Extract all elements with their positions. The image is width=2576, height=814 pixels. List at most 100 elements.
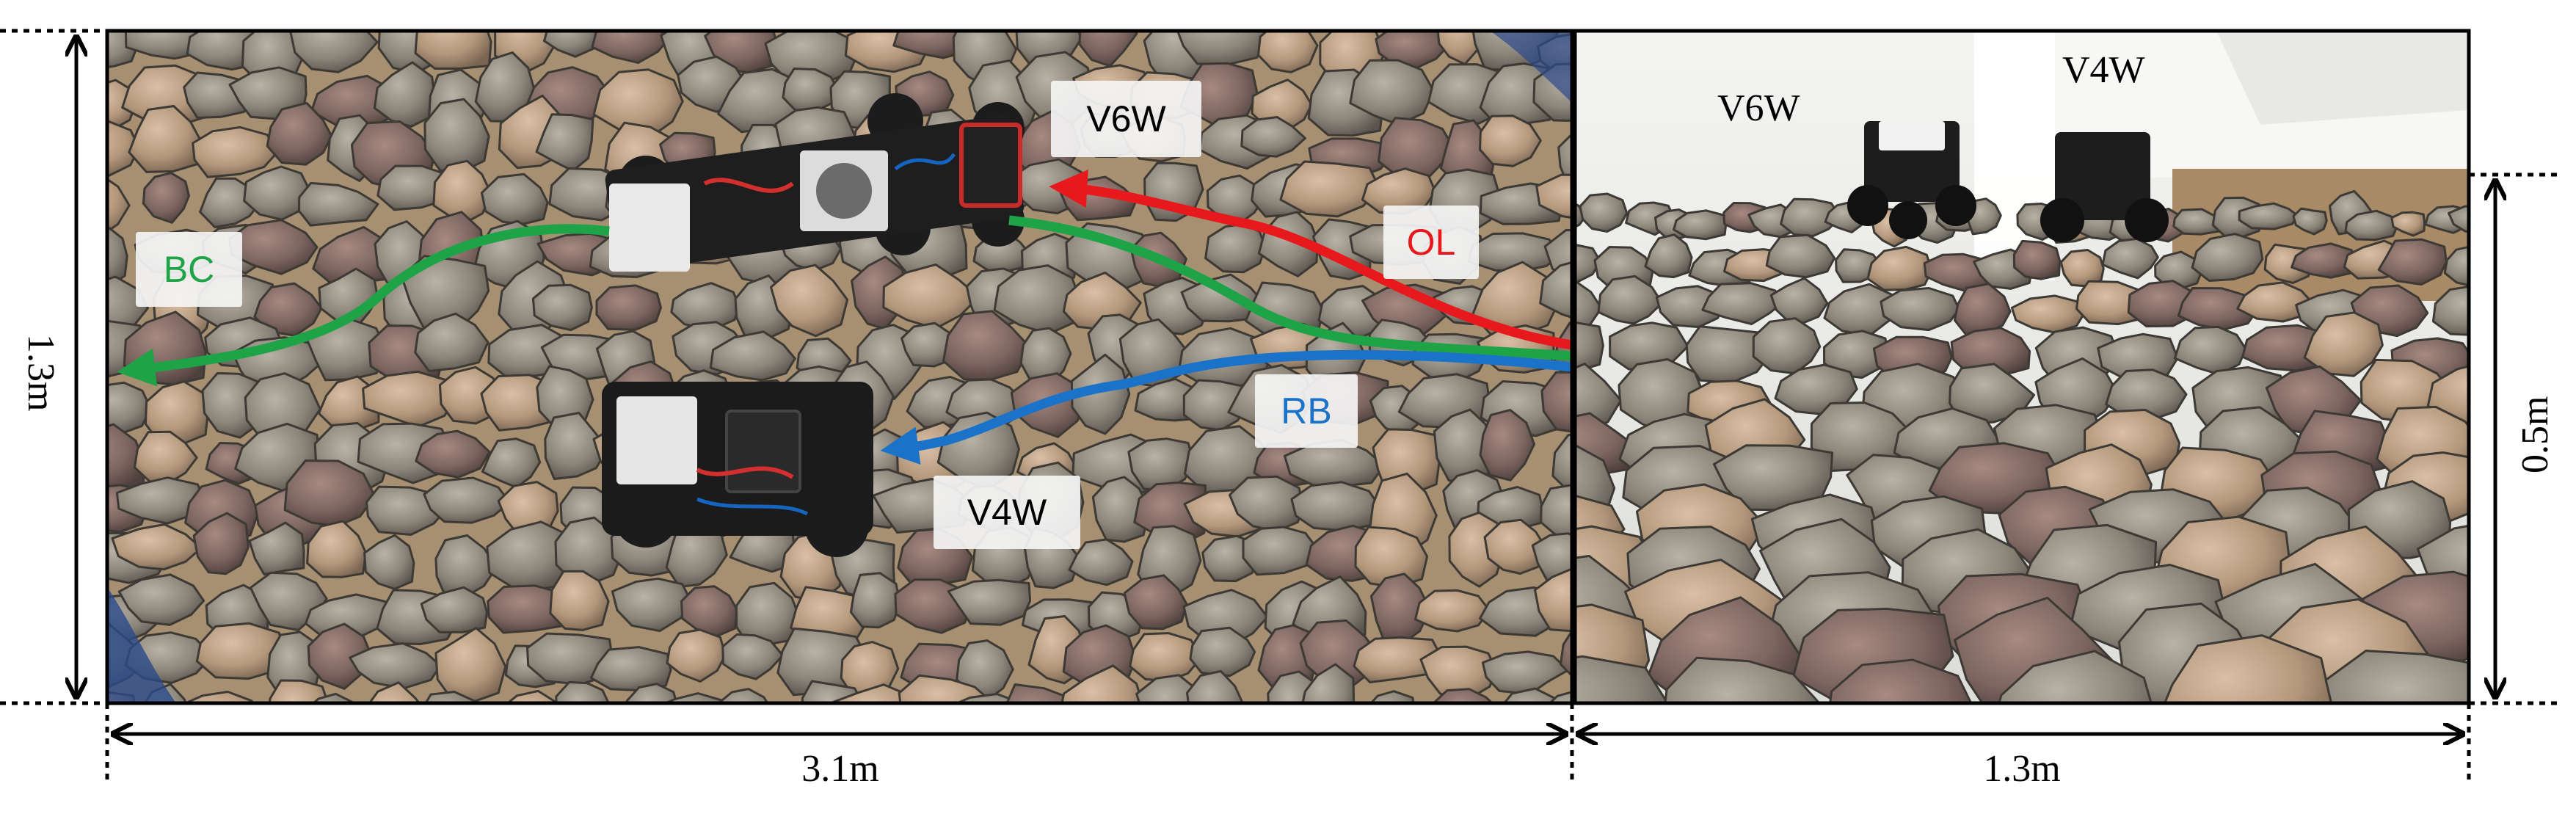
rock [591, 31, 669, 65]
rock [432, 159, 492, 224]
rock [1655, 285, 1726, 329]
rock [942, 310, 1032, 381]
rock [1664, 656, 1821, 703]
rock [1068, 538, 1134, 586]
rock [549, 570, 610, 631]
rock [1479, 409, 1535, 482]
rock [1301, 663, 1356, 703]
rock [283, 459, 376, 527]
rock [663, 692, 726, 703]
rock [1257, 31, 1319, 73]
rock [306, 520, 367, 578]
rock [2344, 209, 2398, 241]
right-v6w-label: V6W [1717, 87, 1800, 129]
rock [1065, 222, 1158, 294]
rock [611, 577, 693, 633]
rock [1229, 475, 1305, 533]
rock [2377, 238, 2448, 286]
rock [414, 31, 492, 70]
rock [721, 633, 785, 680]
left-v6w-label-text: V6W [1086, 98, 1166, 139]
rock [1540, 484, 1572, 541]
dimension-lines [0, 29, 2561, 785]
left-photo [107, 31, 1572, 703]
rock [2191, 233, 2264, 282]
rock [1134, 377, 1200, 422]
rock [535, 113, 594, 172]
rock [735, 581, 801, 647]
rock [349, 642, 442, 690]
rock [243, 165, 311, 221]
rock [1531, 532, 1572, 584]
rock [680, 585, 738, 639]
rock [373, 61, 436, 128]
rock [266, 101, 333, 166]
path-bc-label-text: BC [163, 249, 215, 290]
rock [1182, 379, 1251, 432]
rock [595, 284, 662, 331]
rock [1551, 433, 1572, 493]
rock [1433, 688, 1494, 703]
left-v4w-label-text: V4W [967, 492, 1047, 533]
rock-field-left [107, 31, 1572, 703]
rock [144, 380, 209, 445]
rock [1414, 589, 1491, 633]
rock [2236, 281, 2313, 323]
path-ol-label-text: OL [1406, 222, 1456, 263]
v4w-robot-sideview [2040, 132, 2169, 242]
rock [1685, 325, 1772, 384]
rock [201, 372, 262, 439]
rock [253, 282, 323, 337]
right-v4w-label: V4W [2062, 49, 2145, 91]
rock [2177, 287, 2260, 331]
rock [832, 683, 916, 703]
rock [195, 622, 285, 680]
rock [1701, 282, 1783, 325]
rock [268, 679, 330, 703]
rock [592, 68, 684, 139]
path-rb [880, 349, 1572, 465]
rock [1540, 371, 1572, 433]
path-ol-label: OL [1383, 206, 1479, 279]
rock [2172, 208, 2226, 236]
rock [1548, 691, 1572, 703]
rock [481, 437, 542, 489]
rock [625, 683, 678, 703]
v6w-robot-topdown [605, 93, 1025, 272]
rock [182, 691, 255, 703]
rock [1369, 690, 1415, 703]
rock [2012, 239, 2062, 280]
rock [363, 534, 415, 590]
rock [1180, 273, 1264, 323]
path-bc [1008, 215, 1572, 361]
rock [1829, 658, 1973, 703]
rock [1780, 197, 1841, 237]
rock [1880, 287, 1960, 332]
rock [993, 264, 1081, 335]
rock [311, 692, 354, 703]
rock [1823, 330, 1889, 379]
rock [305, 593, 396, 640]
rock [1176, 31, 1271, 66]
rock [2291, 242, 2356, 279]
rock [801, 680, 864, 703]
rock [1769, 277, 1829, 324]
rock [1279, 160, 1381, 218]
rock [1752, 317, 1822, 375]
rock [1005, 683, 1074, 703]
rock [1189, 626, 1256, 677]
rock [1502, 687, 1561, 703]
rock [107, 381, 152, 434]
dim-bottom-left-width: 3.1m [801, 748, 879, 790]
rock [1060, 664, 1144, 703]
rock [1559, 628, 1572, 677]
rock [192, 512, 250, 575]
rock [1123, 574, 1188, 631]
rock [248, 521, 305, 575]
rock [434, 534, 498, 597]
dim-right-height: 0.5m [2514, 396, 2556, 473]
left-v6w-label: V6W [1051, 81, 1201, 157]
rock [2303, 311, 2384, 377]
rock [2448, 205, 2469, 233]
rock [1575, 655, 1669, 703]
